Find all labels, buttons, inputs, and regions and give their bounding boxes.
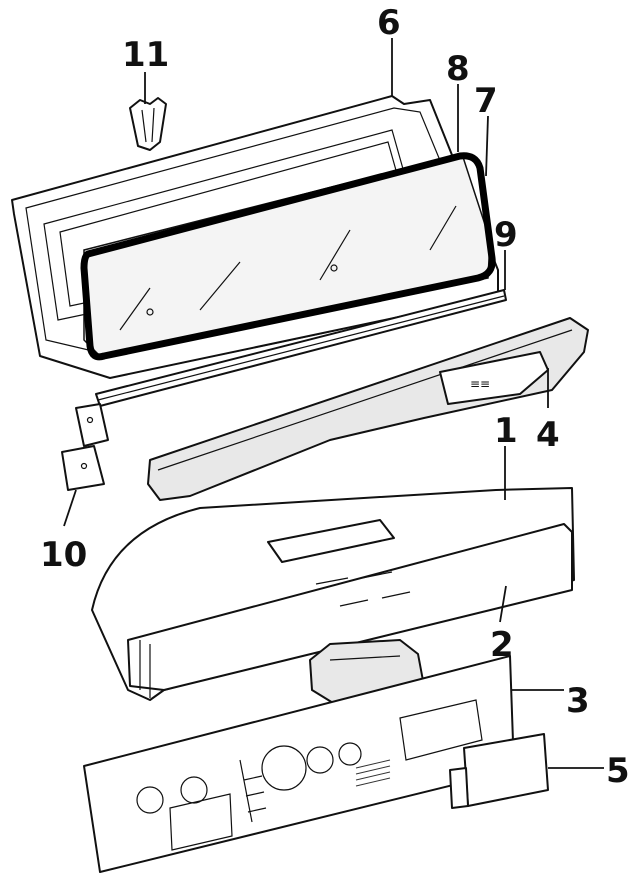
callout-6: 6 [377, 3, 401, 43]
trim-badge: ≡≡ [470, 377, 490, 391]
callout-1: 1 [494, 411, 518, 451]
frame-clip [129, 97, 167, 151]
windshield-hinges [61, 403, 109, 491]
dash-panel [91, 487, 575, 701]
callout-5: 5 [606, 751, 630, 791]
callout-11: 11 [122, 35, 169, 75]
windshield-weatherstrip [80, 152, 496, 361]
callout-2: 2 [490, 625, 514, 665]
callout-labels: 11 6 8 7 9 4 1 2 3 5 10 [40, 3, 630, 791]
speaker-grille [355, 759, 391, 787]
callout-3: 3 [566, 681, 590, 721]
ashtray-cover [449, 733, 549, 809]
instrument-panel-pad: ≡≡ [147, 317, 589, 501]
callout-4: 4 [536, 415, 560, 455]
callout-9: 9 [494, 215, 518, 255]
lower-glass-channel [95, 289, 507, 407]
callout-8: 8 [446, 49, 470, 89]
callout-10: 10 [40, 535, 87, 575]
callout-7: 7 [474, 81, 498, 121]
leader-lines [63, 38, 604, 769]
